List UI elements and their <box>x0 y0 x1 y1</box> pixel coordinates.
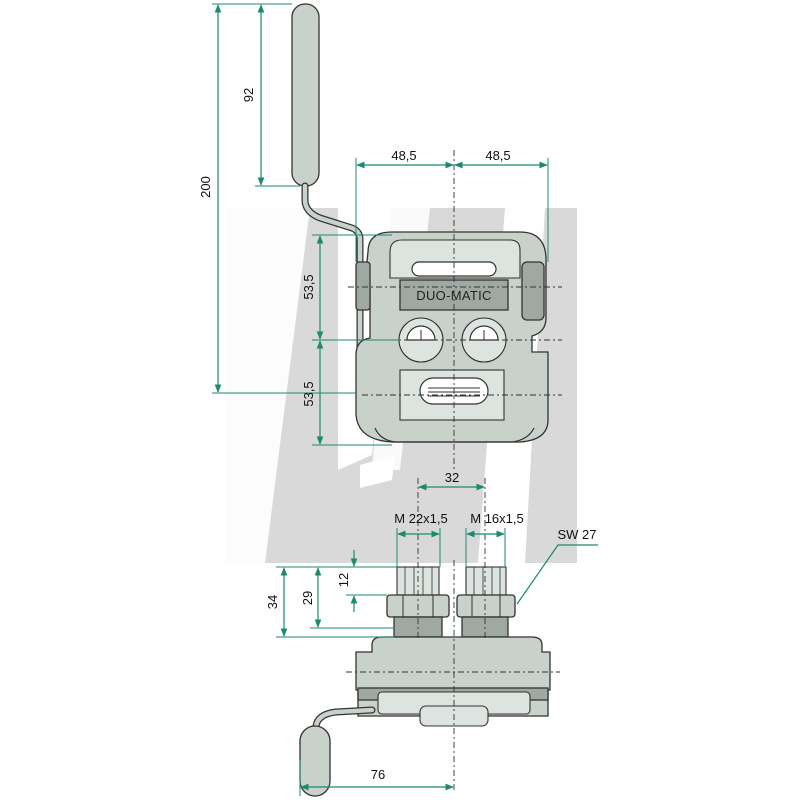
dim-label-29: 29 <box>300 591 315 605</box>
coupling-top-view <box>299 566 551 797</box>
dim-label-thread-left: M 22x1,5 <box>394 511 447 526</box>
dim-label-48-5-left: 48,5 <box>391 148 416 163</box>
hex-nut-right <box>456 594 516 618</box>
handle-grip-bottom <box>299 725 331 797</box>
dim-label-200: 200 <box>198 176 213 198</box>
dim-label-53-5-upper: 53,5 <box>301 274 316 299</box>
dim-label-76: 76 <box>371 767 385 782</box>
fitting-right-thread <box>465 566 507 596</box>
dim-label-sw27: SW 27 <box>557 527 596 542</box>
dim-label-12: 12 <box>336 573 351 587</box>
dim-label-34: 34 <box>265 595 280 609</box>
dimensions-top <box>212 3 549 446</box>
handle-grip <box>291 3 320 187</box>
coupling-front-view: DUO-MATIC <box>291 3 549 443</box>
dim-label-32: 32 <box>445 470 459 485</box>
dimension-labels: 200 92 48,5 48,5 53,5 53,5 32 M 22x1,5 M… <box>198 88 597 782</box>
centerlines-bottom <box>346 478 560 790</box>
dimensions-bottom <box>276 483 598 796</box>
dim-label-48-5-right: 48,5 <box>485 148 510 163</box>
dim-label-53-5-lower: 53,5 <box>301 381 316 406</box>
dim-label-thread-right: M 16x1,5 <box>470 511 523 526</box>
dim-label-92: 92 <box>241 88 256 102</box>
